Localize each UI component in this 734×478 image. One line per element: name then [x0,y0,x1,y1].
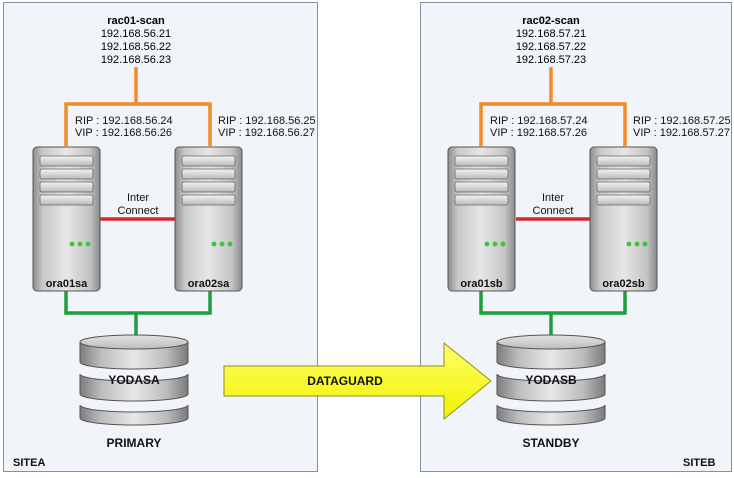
site-b-role-label: STANDBY [522,436,580,450]
ora02sb-rip: RIP : 192.168.57.25 [633,115,731,127]
site-b-interconnect-label: Inter Connect [523,192,583,218]
ora01sa-label: ora01sa [45,278,88,290]
site-a-interconnect-line2: Connect [117,205,159,217]
ora02sb-label: ora02sb [602,278,645,290]
database-yodasb [496,334,606,426]
yodasa-label: YODASA [108,373,160,387]
site-a-name-label: SITEA [13,457,46,469]
site-a-scan-ip-2: 192.168.56.22 [100,41,172,53]
site-b-interconnect-line1: Inter [541,192,564,204]
ora02sa-rip: RIP : 192.168.56.25 [218,115,316,127]
site-b-scan-block: rac02-scan 192.168.57.21 192.168.57.22 1… [491,15,611,67]
dataguard-label: DATAGUARD [307,374,383,388]
site-a-role-label: PRIMARY [106,436,162,450]
ora01sa-rip: RIP : 192.168.56.24 [75,115,173,127]
ora02sa-label: ora02sa [187,278,230,290]
site-a-interconnect-line1: Inter [126,192,149,204]
site-b-node2-ips: RIP : 192.168.57.25 VIP : 192.168.57.27 [633,115,731,139]
site-b-node1-ips: RIP : 192.168.57.24 VIP : 192.168.57.26 [490,115,588,139]
site-a-scan-ip-1: 192.168.56.21 [100,28,172,40]
database-yodasa [79,334,189,426]
site-a-scan-name: rac01-scan [107,15,165,27]
server-ora01sa [32,146,101,292]
site-b-scan-name: rac02-scan [522,15,580,27]
site-a-storage-network [64,290,212,336]
site-a-node1-ips: RIP : 192.168.56.24 VIP : 192.168.56.26 [75,115,173,139]
site-b-scan-ip-2: 192.168.57.22 [515,41,587,53]
site-b-storage-network [479,290,627,336]
server-ora02sa [174,146,243,292]
server-ora02sb [589,146,658,292]
site-a-interconnect-label: Inter Connect [108,192,168,218]
site-a-scan-ip-3: 192.168.56.23 [100,54,172,66]
site-a-node2-ips: RIP : 192.168.56.25 VIP : 192.168.56.27 [218,115,316,139]
dataguard-arrow [223,341,492,421]
site-b-scan-ip-1: 192.168.57.21 [515,28,587,40]
site-b-interconnect-line2: Connect [532,205,574,217]
ora01sb-vip: VIP : 192.168.57.26 [490,127,588,139]
server-ora01sb [447,146,516,292]
site-b-scan-ip-3: 192.168.57.23 [515,54,587,66]
ora01sa-vip: VIP : 192.168.56.26 [75,127,173,139]
ora02sa-vip: VIP : 192.168.56.27 [218,127,316,139]
yodasb-label: YODASB [525,373,577,387]
site-a-scan-block: rac01-scan 192.168.56.21 192.168.56.22 1… [76,15,196,67]
ora01sb-rip: RIP : 192.168.57.24 [490,115,588,127]
site-b-public-network [479,67,627,146]
ora02sb-vip: VIP : 192.168.57.27 [633,127,731,139]
site-a-public-network [64,67,212,146]
ora01sb-label: ora01sb [460,278,503,290]
site-b-name-label: SITEB [683,457,716,469]
